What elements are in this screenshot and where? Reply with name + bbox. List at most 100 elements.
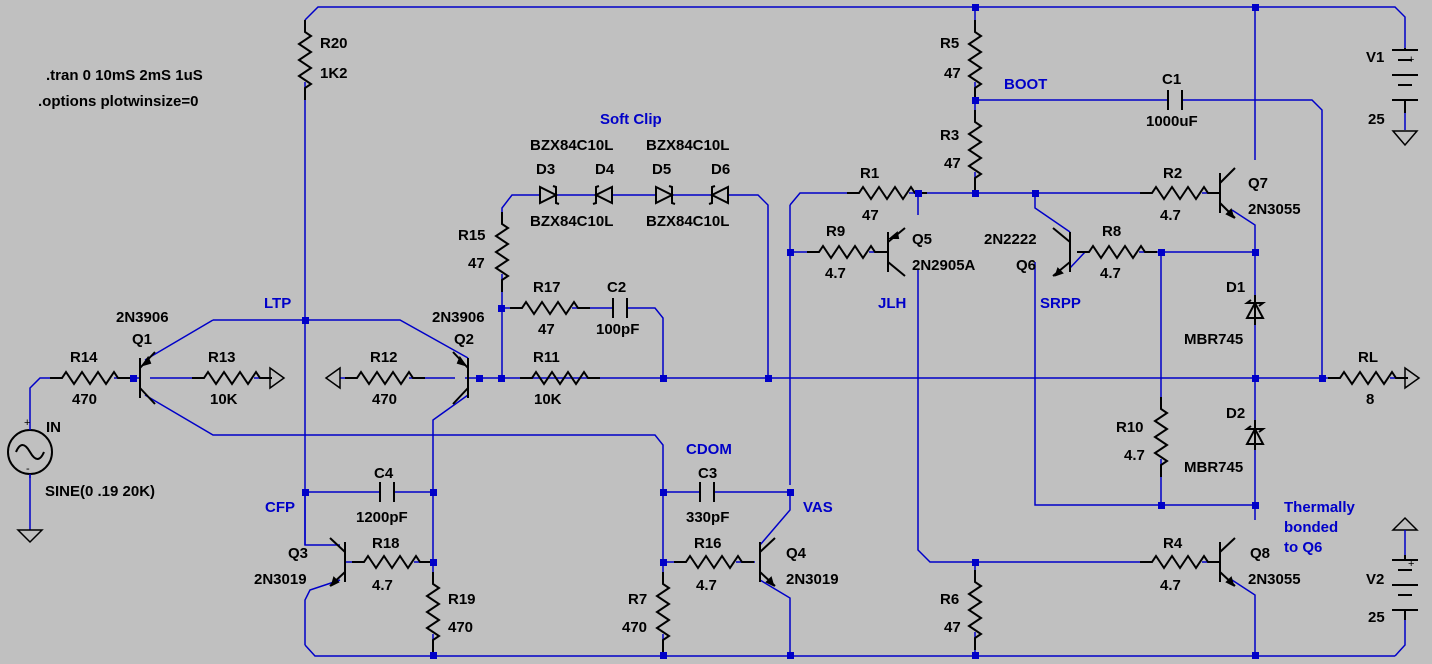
label-v1: V1 [1366, 49, 1384, 66]
transistor-q3 [329, 537, 346, 587]
source-in-spec: SINE(0 .19 20K) [45, 483, 155, 500]
type-q3: 2N3019 [254, 571, 307, 588]
type-d1: MBR745 [1184, 331, 1243, 348]
type-d6: BZX84C10L [646, 213, 729, 230]
components: + + + - [7, 19, 1421, 653]
label-r5: R5 [940, 35, 959, 52]
resistor-rl [1327, 371, 1409, 385]
value-r10: 4.7 [1124, 447, 1145, 464]
value-r11: 10K [534, 391, 562, 408]
resistor-r4 [1139, 555, 1221, 569]
diode-d2 [1244, 420, 1266, 450]
note-thermal-1: Thermally [1284, 499, 1356, 516]
zener-d5 [655, 185, 676, 205]
resistor-r19 [426, 571, 440, 653]
value-r3: 47 [944, 155, 961, 172]
directive-options: .options plotwinsize=0 [38, 93, 198, 110]
label-r6: R6 [940, 591, 959, 608]
value-r20: 1K2 [320, 65, 348, 82]
value-v2: 25 [1368, 609, 1385, 626]
svg-text:+: + [24, 417, 30, 429]
label-q2: Q2 [454, 331, 474, 348]
type-q4: 2N3019 [786, 571, 839, 588]
net-srpp: SRPP [1040, 295, 1081, 312]
label-d5: D5 [652, 161, 671, 178]
label-r12: R12 [370, 349, 398, 366]
diode-d1 [1244, 295, 1266, 325]
transistor-q6 [1052, 227, 1071, 277]
resistor-r2 [1139, 186, 1221, 200]
label-rl: RL [1358, 349, 1378, 366]
source-in: + - [7, 417, 53, 478]
capacitor-c1 [1167, 90, 1183, 110]
net-cfp: CFP [265, 499, 295, 516]
resistor-r15 [495, 211, 509, 293]
resistor-r6 [968, 569, 982, 651]
label-r8: R8 [1102, 223, 1121, 240]
type-q1: 2N3906 [116, 309, 169, 326]
type-d3: BZX84C10L [530, 137, 613, 154]
svg-text:+: + [1408, 558, 1414, 570]
zener-d6 [708, 185, 729, 205]
resistor-r7 [656, 571, 670, 653]
svg-text:+: + [1408, 54, 1414, 66]
label-r14: R14 [70, 349, 98, 366]
value-r4: 4.7 [1160, 577, 1181, 594]
label-r9: R9 [826, 223, 845, 240]
zener-d4 [592, 185, 613, 205]
battery-v1 [1392, 48, 1418, 113]
transistor-q4 [759, 537, 776, 587]
label-q6: Q6 [1016, 257, 1036, 274]
net-boot: BOOT [1004, 76, 1047, 93]
type-q8: 2N3055 [1248, 571, 1301, 588]
junctions [130, 4, 1326, 659]
transistor-q7 [1219, 167, 1236, 219]
value-r8: 4.7 [1100, 265, 1121, 282]
zener-d3 [539, 185, 560, 205]
capacitor-c3 [699, 482, 715, 502]
label-q5: Q5 [912, 231, 932, 248]
label-d3: D3 [536, 161, 555, 178]
resistor-r10 [1154, 396, 1168, 478]
resistor-r20 [298, 19, 312, 101]
label-r18: R18 [372, 535, 400, 552]
resistor-r14 [49, 371, 131, 385]
value-r7: 470 [622, 619, 647, 636]
label-c1: C1 [1162, 71, 1181, 88]
directive-tran: .tran 0 10mS 2mS 1uS [46, 67, 203, 84]
label-r20: R20 [320, 35, 348, 52]
net-ltp: LTP [264, 295, 291, 312]
terminal-arrow-r12 [324, 366, 341, 390]
value-r18: 4.7 [372, 577, 393, 594]
value-r5: 47 [944, 65, 961, 82]
resistor-r16 [673, 555, 755, 569]
label-c4: C4 [374, 465, 394, 482]
battery-v2 [1392, 555, 1418, 620]
type-d2: MBR745 [1184, 459, 1243, 476]
transistor-q5 [887, 227, 906, 277]
terminal-arrow-rl [1404, 366, 1421, 390]
component-labels: R20 1K2 R5 47 R3 47 C1 1000uF V1 25 V2 2… [45, 35, 1385, 636]
value-c3: 330pF [686, 509, 729, 526]
value-v1: 25 [1368, 111, 1385, 128]
label-c3: C3 [698, 465, 717, 482]
label-q1: Q1 [132, 331, 152, 348]
value-c4: 1200pF [356, 509, 408, 526]
label-d4: D4 [595, 161, 615, 178]
value-r16: 4.7 [696, 577, 717, 594]
value-r6: 47 [944, 619, 961, 636]
value-r17: 47 [538, 321, 555, 338]
net-jlh: JLH [878, 295, 906, 312]
label-in: IN [46, 419, 61, 436]
label-r3: R3 [940, 127, 959, 144]
label-r1: R1 [860, 165, 879, 182]
note-thermal-2: bonded [1284, 519, 1338, 536]
label-q4: Q4 [786, 545, 807, 562]
net-vas: VAS [803, 499, 833, 516]
label-v2: V2 [1366, 571, 1384, 588]
net-labels: BOOT Soft Clip LTP JLH SRPP CDOM VAS CFP… [264, 76, 1356, 556]
type-q2: 2N3906 [432, 309, 485, 326]
resistor-r13 [191, 371, 273, 385]
resistor-r5 [968, 19, 982, 101]
